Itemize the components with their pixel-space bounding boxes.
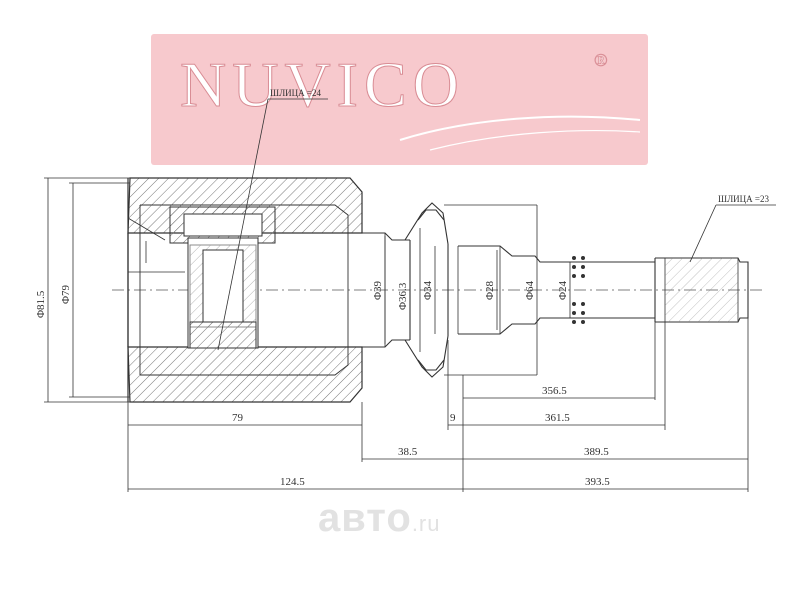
- diameter-64: Φ64: [524, 280, 536, 300]
- spline-leaders: [217, 98, 776, 351]
- brand-logo-text: NUVICO: [180, 49, 465, 121]
- site-watermark: авто.ru: [318, 496, 441, 541]
- diameter-39: Φ39: [372, 280, 384, 300]
- diameter-81-5: Φ81.5: [35, 290, 47, 318]
- watermark-suffix: .ru: [411, 511, 441, 536]
- diameter-24: Φ24: [557, 280, 569, 300]
- diameter-34: Φ34: [422, 280, 434, 300]
- diameter-36-3: Φ36.3: [397, 282, 409, 310]
- length-dimensions: [127, 318, 749, 492]
- diameter-dimensions: [44, 177, 571, 403]
- logo-swoosh: [399, 115, 641, 141]
- registered-mark: ®: [594, 50, 608, 71]
- spline-outer-label: ШЛИЦА =23: [718, 194, 770, 204]
- length-79: 79: [232, 412, 244, 424]
- diameter-79: Φ79: [60, 284, 72, 304]
- length-393-5: 393.5: [585, 476, 610, 488]
- spline-inner-label: ШЛИЦА =24: [270, 88, 322, 98]
- length-356-5: 356.5: [542, 385, 567, 397]
- shaft-marks: [572, 256, 585, 324]
- length-9: 9: [450, 412, 456, 424]
- length-361-5: 361.5: [545, 412, 570, 424]
- watermark-name: авто: [318, 496, 412, 540]
- drive-shaft: [458, 245, 749, 335]
- brand-logo-banner: [151, 34, 648, 165]
- length-389-5: 389.5: [584, 446, 609, 458]
- logo-swoosh-2: [429, 130, 641, 151]
- length-124-5: 124.5: [280, 476, 305, 488]
- length-38-5: 38.5: [398, 446, 418, 458]
- diameter-28: Φ28: [484, 280, 496, 300]
